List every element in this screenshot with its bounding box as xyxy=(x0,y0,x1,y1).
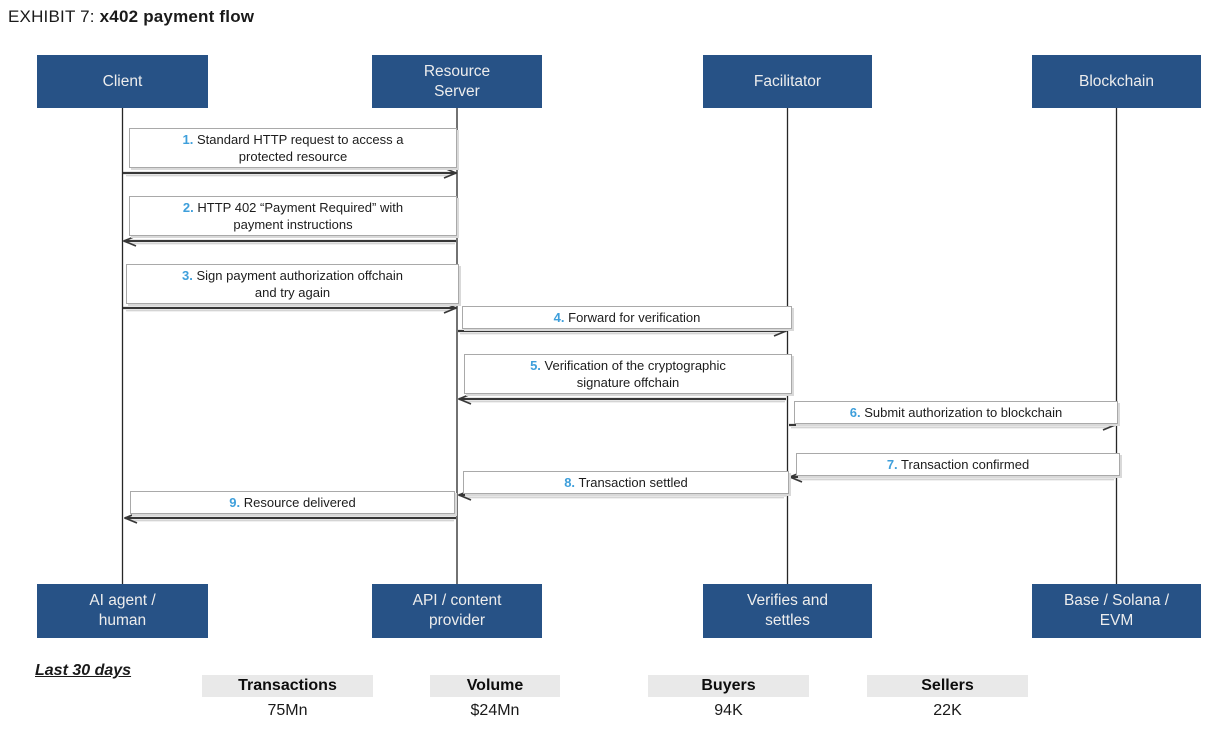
role-box-ai-agent-human: AI agent / human xyxy=(37,584,208,638)
actor-label-blockchain: Blockchain xyxy=(1079,72,1154,90)
stat-header-sellers: Sellers xyxy=(867,675,1028,697)
stat-value-buyers: 94K xyxy=(714,702,743,719)
step-label-2: 2. HTTP 402 “Payment Required” with paym… xyxy=(129,196,457,236)
stat-header-buyers: Buyers xyxy=(648,675,809,697)
actor-box-facilitator: Facilitator xyxy=(703,55,872,108)
exhibit-title-text: x402 payment flow xyxy=(99,7,255,26)
step-label-5: 5. Verification of the cryptographic sig… xyxy=(464,354,792,394)
step-label-9: 9. Resource delivered xyxy=(130,491,455,514)
stat-header-volume: Volume xyxy=(430,675,560,697)
stat-value-volume: $24Mn xyxy=(470,702,520,719)
exhibit-number: EXHIBIT 7: xyxy=(8,7,95,26)
role-box-verifies-and-settles: Verifies and settles xyxy=(703,584,872,638)
stat-value-sellers: 22K xyxy=(933,702,962,719)
actor-box-client: Client xyxy=(37,55,208,108)
role-box-api-content-provider: API / content provider xyxy=(372,584,542,638)
step-label-7: 7. Transaction confirmed xyxy=(796,453,1120,476)
actor-label-facilitator: Facilitator xyxy=(753,72,822,90)
role-box-base-solana-evm: Base / Solana / EVM xyxy=(1032,584,1201,638)
step-label-1: 1. Standard HTTP request to access a pro… xyxy=(129,128,457,168)
exhibit-title: EXHIBIT 7: x402 payment flow xyxy=(8,7,254,27)
step-label-4: 4. Forward for verification xyxy=(462,306,792,329)
stats-period-label: Last 30 days xyxy=(35,662,132,679)
step-label-8: 8. Transaction settled xyxy=(463,471,789,494)
actor-box-blockchain: Blockchain xyxy=(1032,55,1201,108)
actor-box-resource-server: Resource Server xyxy=(372,55,542,108)
step-label-6: 6. Submit authorization to blockchain xyxy=(794,401,1118,424)
step-label-3: 3. Sign payment authorization offchain a… xyxy=(126,264,459,304)
actor-label-resource-server: Resource Server xyxy=(423,62,491,100)
actor-label-client: Client xyxy=(102,72,143,90)
stat-value-transactions: 75Mn xyxy=(267,702,308,719)
stat-header-transactions: Transactions xyxy=(202,675,373,697)
